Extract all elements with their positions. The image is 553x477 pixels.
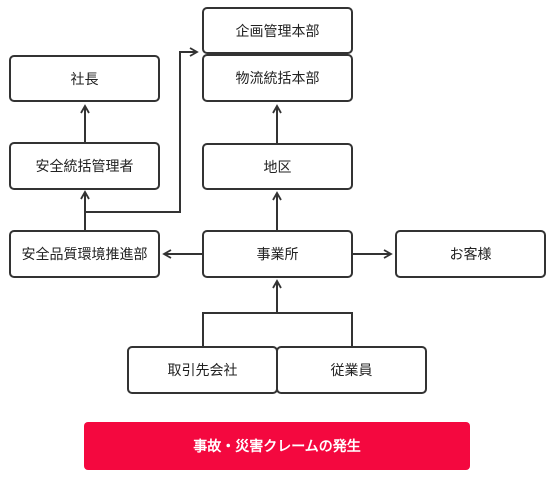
node-kikaku-label: 企画管理本部 — [235, 23, 320, 40]
node-suishin-label: 安全品質環境推進部 — [21, 247, 148, 263]
incident-trigger-banner: 事故・災害クレームの発生 — [84, 422, 470, 470]
node-kikaku: 企画管理本部 — [202, 7, 353, 54]
node-okyakusama: お客様 — [395, 230, 546, 278]
node-anzen-kanri: 安全統括管理者 — [9, 142, 160, 190]
node-jigyosho-label: 事業所 — [256, 247, 299, 263]
arrow-to-butsuryu — [85, 47, 199, 213]
node-anzen-kanri-label: 安全統括管理者 — [35, 159, 134, 175]
node-jigyosho: 事業所 — [202, 230, 353, 278]
node-torihiki-label: 取引先会社 — [167, 363, 238, 379]
node-shacho-label: 社長 — [70, 71, 99, 88]
node-butsuryu-label: 物流統括本部 — [235, 71, 320, 87]
node-jugyoin: 従業員 — [276, 346, 427, 394]
node-chiku-label: 地区 — [263, 159, 292, 176]
node-chiku: 地区 — [202, 143, 353, 190]
node-shacho: 社長 — [9, 55, 160, 102]
node-jugyoin-label: 従業員 — [330, 363, 373, 379]
node-suishin: 安全品質環境推進部 — [9, 230, 160, 278]
incident-trigger-label: 事故・災害クレームの発生 — [193, 439, 361, 455]
node-torihiki: 取引先会社 — [127, 346, 278, 394]
node-okyakusama-label: お客様 — [449, 247, 492, 263]
bracket-connector — [202, 312, 353, 347]
node-butsuryu: 物流統括本部 — [202, 54, 353, 102]
